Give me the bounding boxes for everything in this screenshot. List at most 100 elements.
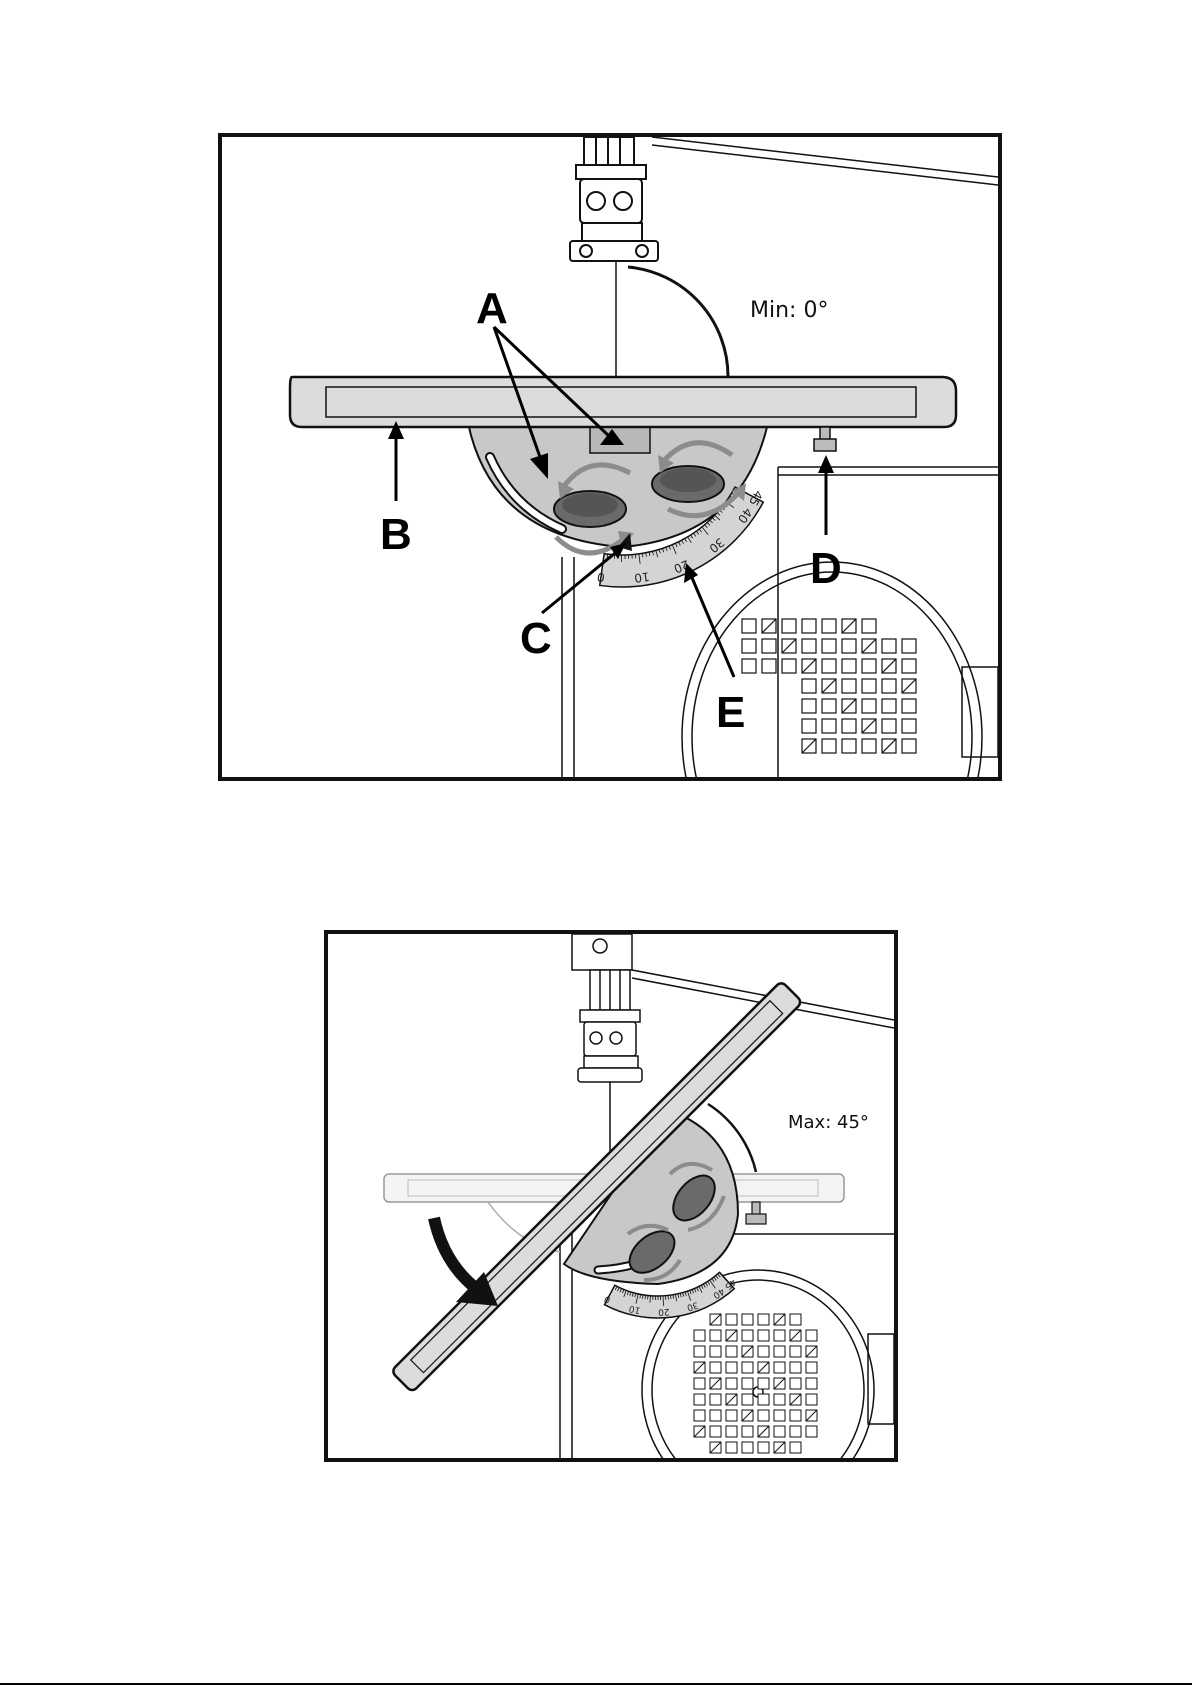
vent-slot xyxy=(758,1442,769,1453)
callout-a: A xyxy=(476,284,508,333)
vent-slot xyxy=(902,699,916,713)
vent-slot xyxy=(758,1378,769,1389)
vent-slot xyxy=(694,1394,705,1405)
vent-slot xyxy=(758,1346,769,1357)
vent-slot xyxy=(782,659,796,673)
callout-c: C xyxy=(520,614,552,663)
vent-slot xyxy=(842,679,856,693)
vent-slot xyxy=(790,1362,801,1373)
vent-slot xyxy=(758,1314,769,1325)
motor-vent-grille xyxy=(694,1314,817,1453)
vent-slot xyxy=(742,659,756,673)
vent-slot xyxy=(726,1410,737,1421)
vent-slot xyxy=(710,1362,721,1373)
table-stop-bolt xyxy=(814,427,836,451)
tilt-scale-bottom-tick xyxy=(670,1295,671,1299)
vent-slot xyxy=(774,1410,785,1421)
vent-slot xyxy=(862,699,876,713)
vent-slot xyxy=(774,1346,785,1357)
vent-slot xyxy=(742,1330,753,1341)
lock-knob-right xyxy=(652,466,724,502)
vent-slot xyxy=(694,1410,705,1421)
vent-slot xyxy=(694,1346,705,1357)
work-table xyxy=(290,377,956,427)
vent-slot xyxy=(862,659,876,673)
tilt-scale-bottom-tick xyxy=(650,1296,651,1303)
callout-e: E xyxy=(716,688,745,737)
vent-slot xyxy=(710,1426,721,1437)
vent-slot xyxy=(902,719,916,733)
vent-slot xyxy=(802,619,816,633)
vent-slot xyxy=(726,1378,737,1389)
tilt-scale-bottom-tick xyxy=(663,1296,664,1306)
max-angle-label: Max: 45° xyxy=(788,1112,869,1133)
tilt-direction-arrow xyxy=(434,1218,478,1290)
vent-slot xyxy=(758,1394,769,1405)
vent-slot xyxy=(726,1362,737,1373)
vent-slot xyxy=(882,639,896,653)
vent-slot xyxy=(758,1330,769,1341)
diagram-panel-min-angle: Min: 0° 01020304045 xyxy=(218,133,1002,781)
vent-slot xyxy=(782,619,796,633)
vent-slot xyxy=(822,659,836,673)
vent-slot xyxy=(902,639,916,653)
vent-slot xyxy=(710,1330,721,1341)
vent-slot xyxy=(882,699,896,713)
vent-slot xyxy=(762,639,776,653)
vent-slot xyxy=(694,1330,705,1341)
vent-slot xyxy=(742,1362,753,1373)
vent-slot xyxy=(802,719,816,733)
vent-slot xyxy=(822,639,836,653)
vent-slot xyxy=(742,639,756,653)
vent-slot xyxy=(774,1394,785,1405)
vent-slot xyxy=(822,699,836,713)
vent-slot xyxy=(726,1442,737,1453)
angle-arc xyxy=(628,267,728,377)
max-angle-drawing: 01020304045 Max: 45° xyxy=(328,934,894,1458)
vent-slot xyxy=(842,659,856,673)
vent-slot xyxy=(842,719,856,733)
vent-slot xyxy=(902,739,916,753)
upper-blade-guide xyxy=(578,970,642,1082)
tilt-scale-top-label: 10 xyxy=(633,569,650,585)
vent-slot xyxy=(726,1346,737,1357)
vent-slot xyxy=(862,619,876,633)
vent-slot xyxy=(862,679,876,693)
upper-blade-guide xyxy=(570,137,658,261)
vent-slot xyxy=(822,619,836,633)
vent-slot xyxy=(806,1378,817,1389)
vent-slot xyxy=(802,679,816,693)
vent-slot xyxy=(882,719,896,733)
vent-slot xyxy=(742,619,756,633)
vent-slot xyxy=(806,1330,817,1341)
tilt-scale-top-label: 0 xyxy=(596,570,606,585)
vent-slot xyxy=(742,1314,753,1325)
vent-slot xyxy=(774,1426,785,1437)
lock-knob-left xyxy=(554,491,626,527)
callout-d: D xyxy=(810,544,842,593)
vent-slot xyxy=(790,1346,801,1357)
vent-slot xyxy=(726,1314,737,1325)
tilt-scale-bottom-tick xyxy=(645,1295,646,1299)
vent-slot xyxy=(806,1394,817,1405)
vent-slot xyxy=(694,1378,705,1389)
vent-slot xyxy=(742,1426,753,1437)
vent-slot xyxy=(710,1394,721,1405)
vent-slot xyxy=(802,639,816,653)
min-angle-label: Min: 0° xyxy=(750,298,828,323)
vent-slot xyxy=(774,1362,785,1373)
vent-slot xyxy=(842,639,856,653)
table-stop-bolt xyxy=(746,1202,766,1224)
vent-slot xyxy=(806,1362,817,1373)
vent-slot xyxy=(790,1426,801,1437)
vent-slot xyxy=(802,699,816,713)
vent-slot xyxy=(726,1426,737,1437)
motor-vent-grille xyxy=(742,619,916,753)
vent-slot xyxy=(902,659,916,673)
vent-slot xyxy=(742,1442,753,1453)
vent-slot xyxy=(774,1330,785,1341)
vent-slot xyxy=(742,1394,753,1405)
vent-slot xyxy=(790,1378,801,1389)
vent-slot xyxy=(862,739,876,753)
